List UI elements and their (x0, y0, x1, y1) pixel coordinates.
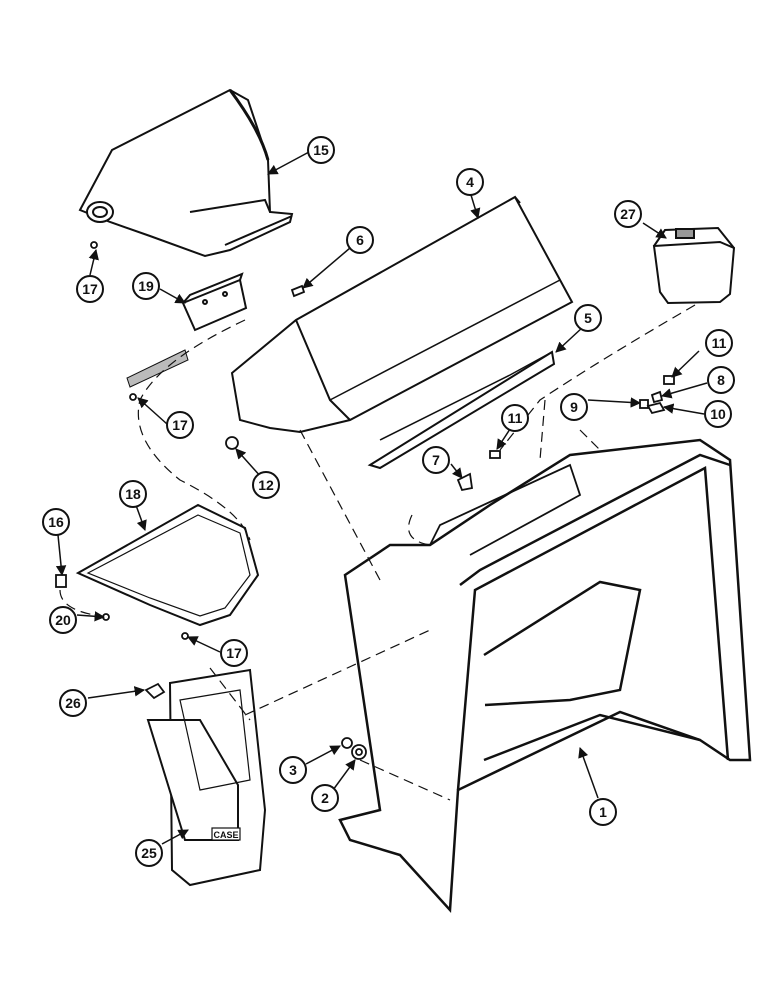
callout-label: 1 (599, 804, 607, 820)
callout-17: 17 (220, 639, 248, 667)
callout-circle (42, 508, 70, 536)
callout-label: 10 (710, 406, 726, 422)
callout-label: 3 (289, 762, 297, 778)
callout-circle (346, 226, 374, 254)
callout-circle (279, 756, 307, 784)
callout-circle (574, 304, 602, 332)
callout-label: 6 (356, 232, 364, 248)
callout-17: 17 (76, 275, 104, 303)
callout-circle (501, 404, 529, 432)
callout-6: 6 (346, 226, 374, 254)
callout-circle (76, 275, 104, 303)
callout-26: 26 (59, 689, 87, 717)
callout-circle (135, 839, 163, 867)
callout-circle (589, 798, 617, 826)
callout-8: 8 (707, 366, 735, 394)
callout-16: 16 (42, 508, 70, 536)
callout-circle (166, 411, 194, 439)
callout-11: 11 (501, 404, 529, 432)
part-15-cowl (78, 88, 294, 258)
callout-label: 18 (125, 486, 141, 502)
callout-circle (707, 366, 735, 394)
callout-15: 15 (307, 136, 335, 164)
callout-label: 5 (584, 310, 592, 326)
callout-label: 4 (466, 174, 474, 190)
callout-label: 19 (138, 278, 154, 294)
callout-11: 11 (705, 329, 733, 357)
callout-label: 8 (717, 372, 725, 388)
callout-circle (614, 200, 642, 228)
callout-label: 17 (226, 645, 242, 661)
callout-circle (220, 639, 248, 667)
callout-label: 26 (65, 695, 81, 711)
callout-4: 4 (456, 168, 484, 196)
callout-label: 7 (432, 452, 440, 468)
brand-mark: CASE (213, 830, 238, 840)
callout-circle (132, 272, 160, 300)
callout-label: 20 (55, 612, 71, 628)
callout-9: 9 (560, 393, 588, 421)
callout-18: 18 (119, 480, 147, 508)
callout-circle (59, 689, 87, 717)
callout-circle (705, 329, 733, 357)
callout-circle (456, 168, 484, 196)
callout-circle (560, 393, 588, 421)
callout-circle (311, 784, 339, 812)
callout-25: 25 (135, 839, 163, 867)
callout-label: 11 (508, 410, 523, 426)
callout-12: 12 (252, 471, 280, 499)
callout-label: 9 (570, 399, 578, 415)
callout-10: 10 (704, 400, 732, 428)
callout-circle (307, 136, 335, 164)
callout-label: 17 (82, 281, 98, 297)
callout-label: 16 (48, 514, 64, 530)
part-27-cup (652, 226, 736, 305)
callout-label: 11 (712, 335, 727, 351)
part-5-trim-strip (367, 350, 556, 470)
assembly-lines (59, 304, 696, 801)
callout-label: 15 (313, 142, 329, 158)
callout-label: 17 (172, 417, 188, 433)
callout-circle (119, 480, 147, 508)
callout-1: 1 (589, 798, 617, 826)
callout-label: 2 (321, 790, 329, 806)
callout-20: 20 (49, 606, 77, 634)
part-25-door: CASE (146, 668, 267, 887)
part-1-housing (338, 438, 752, 914)
callout-circle (252, 471, 280, 499)
callout-5: 5 (574, 304, 602, 332)
callout-19: 19 (132, 272, 160, 300)
callout-7: 7 (422, 446, 450, 474)
callout-circle (704, 400, 732, 428)
callout-17: 17 (166, 411, 194, 439)
callout-label: 25 (141, 845, 157, 861)
callout-3: 3 (279, 756, 307, 784)
callout-circle (49, 606, 77, 634)
leader-lines (55, 151, 708, 845)
part-19-bracket (126, 272, 248, 388)
callout-2: 2 (311, 784, 339, 812)
callout-label: 27 (620, 206, 636, 222)
callout-circle (422, 446, 450, 474)
part-18-cover-plate (75, 503, 260, 627)
callout-27: 27 (614, 200, 642, 228)
callout-label: 12 (258, 477, 274, 493)
part-4-dash-panel (230, 195, 574, 434)
